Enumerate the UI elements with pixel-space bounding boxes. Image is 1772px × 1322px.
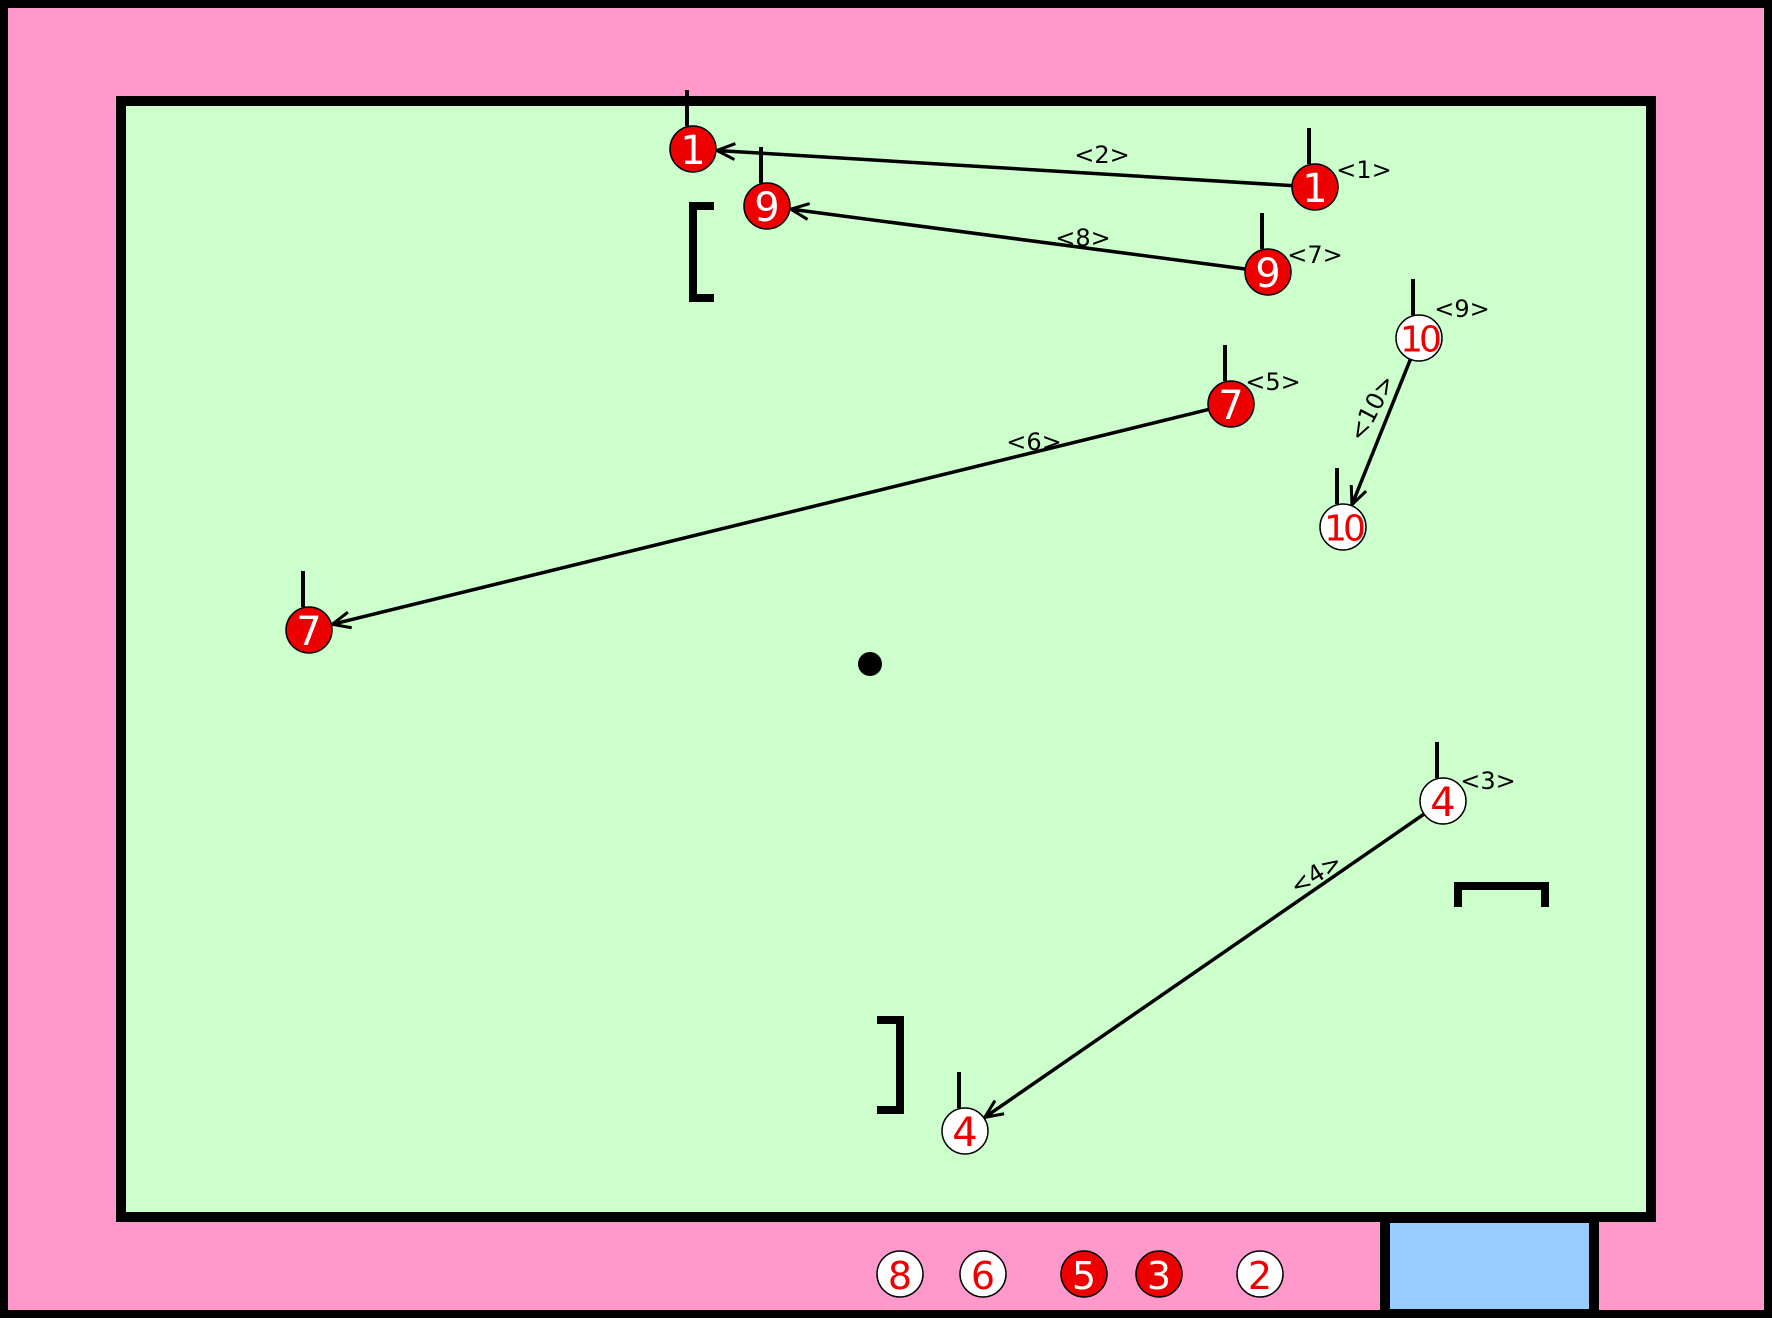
step-label: <9> <box>1434 295 1490 323</box>
player-number: 7 <box>296 609 321 655</box>
bench-player-circle <box>1135 1250 1183 1298</box>
bench-box <box>1380 1213 1599 1319</box>
step-label: <3> <box>1460 767 1516 795</box>
bench-player-circle <box>959 1250 1007 1298</box>
player-circle <box>285 606 333 654</box>
player-circle <box>941 1107 989 1155</box>
move-arrow <box>985 812 1426 1117</box>
player-circle <box>1395 314 1443 362</box>
player-token-10: 10 <box>1319 468 1368 551</box>
player-circle <box>1291 163 1339 211</box>
player-circle <box>1244 248 1292 296</box>
bench-player-number: 8 <box>888 1254 912 1298</box>
player-number: 4 <box>1430 780 1455 826</box>
player-token-9: 9 <box>1244 213 1292 297</box>
move-arrow <box>332 407 1210 624</box>
move-label: <2> <box>1074 141 1130 169</box>
move-arrow <box>791 209 1246 271</box>
bench-player-number: 3 <box>1147 1254 1171 1298</box>
bench-player-2: 2 <box>1236 1250 1284 1298</box>
bench-player-number: 6 <box>971 1254 995 1298</box>
move-arrow <box>717 150 1293 188</box>
player-number: 10 <box>1400 320 1440 361</box>
player-number: 1 <box>680 128 705 174</box>
bench-player-circle <box>876 1250 924 1298</box>
player-circle <box>1207 380 1255 428</box>
player-token-1: 1 <box>1291 128 1339 212</box>
player-number: 4 <box>952 1110 977 1156</box>
player-token-9: 9 <box>743 147 791 231</box>
player-number: 9 <box>754 185 779 231</box>
player-circle <box>669 125 717 173</box>
center-spot <box>858 652 882 676</box>
pitch <box>116 96 1656 1222</box>
bench-player-5: 5 <box>1060 1250 1108 1298</box>
move-label: <8> <box>1055 224 1111 252</box>
move-arrow <box>1352 358 1413 504</box>
player-circle <box>1319 503 1367 551</box>
goal-top-left <box>689 202 714 302</box>
bench-player-3: 3 <box>1135 1250 1183 1298</box>
bench-player-circle <box>1236 1250 1284 1298</box>
player-token-4: 4 <box>941 1072 989 1156</box>
player-token-10: 10 <box>1395 279 1444 362</box>
player-number: 7 <box>1218 383 1243 429</box>
goal-bottom <box>877 1016 904 1114</box>
bench-player-8: 8 <box>876 1250 924 1298</box>
bench-player-circle <box>1060 1250 1108 1298</box>
player-number: 1 <box>1302 166 1327 212</box>
bench-player-number: 5 <box>1072 1254 1096 1298</box>
player-number: 10 <box>1324 509 1364 550</box>
player-circle <box>743 182 791 230</box>
player-token-7: 7 <box>1207 345 1255 429</box>
player-number: 9 <box>1255 251 1280 297</box>
player-token-7: 7 <box>285 571 333 655</box>
player-token-4: 4 <box>1419 742 1467 826</box>
step-label: <7> <box>1287 241 1343 269</box>
player-circle <box>1419 777 1467 825</box>
goal-right <box>1454 882 1549 907</box>
bench-player-6: 6 <box>959 1250 1007 1298</box>
bench-player-number: 2 <box>1248 1254 1272 1298</box>
step-label: <5> <box>1245 368 1301 396</box>
move-label: <6> <box>1006 428 1062 456</box>
step-label: <1> <box>1336 156 1392 184</box>
player-token-1: 1 <box>669 90 717 174</box>
